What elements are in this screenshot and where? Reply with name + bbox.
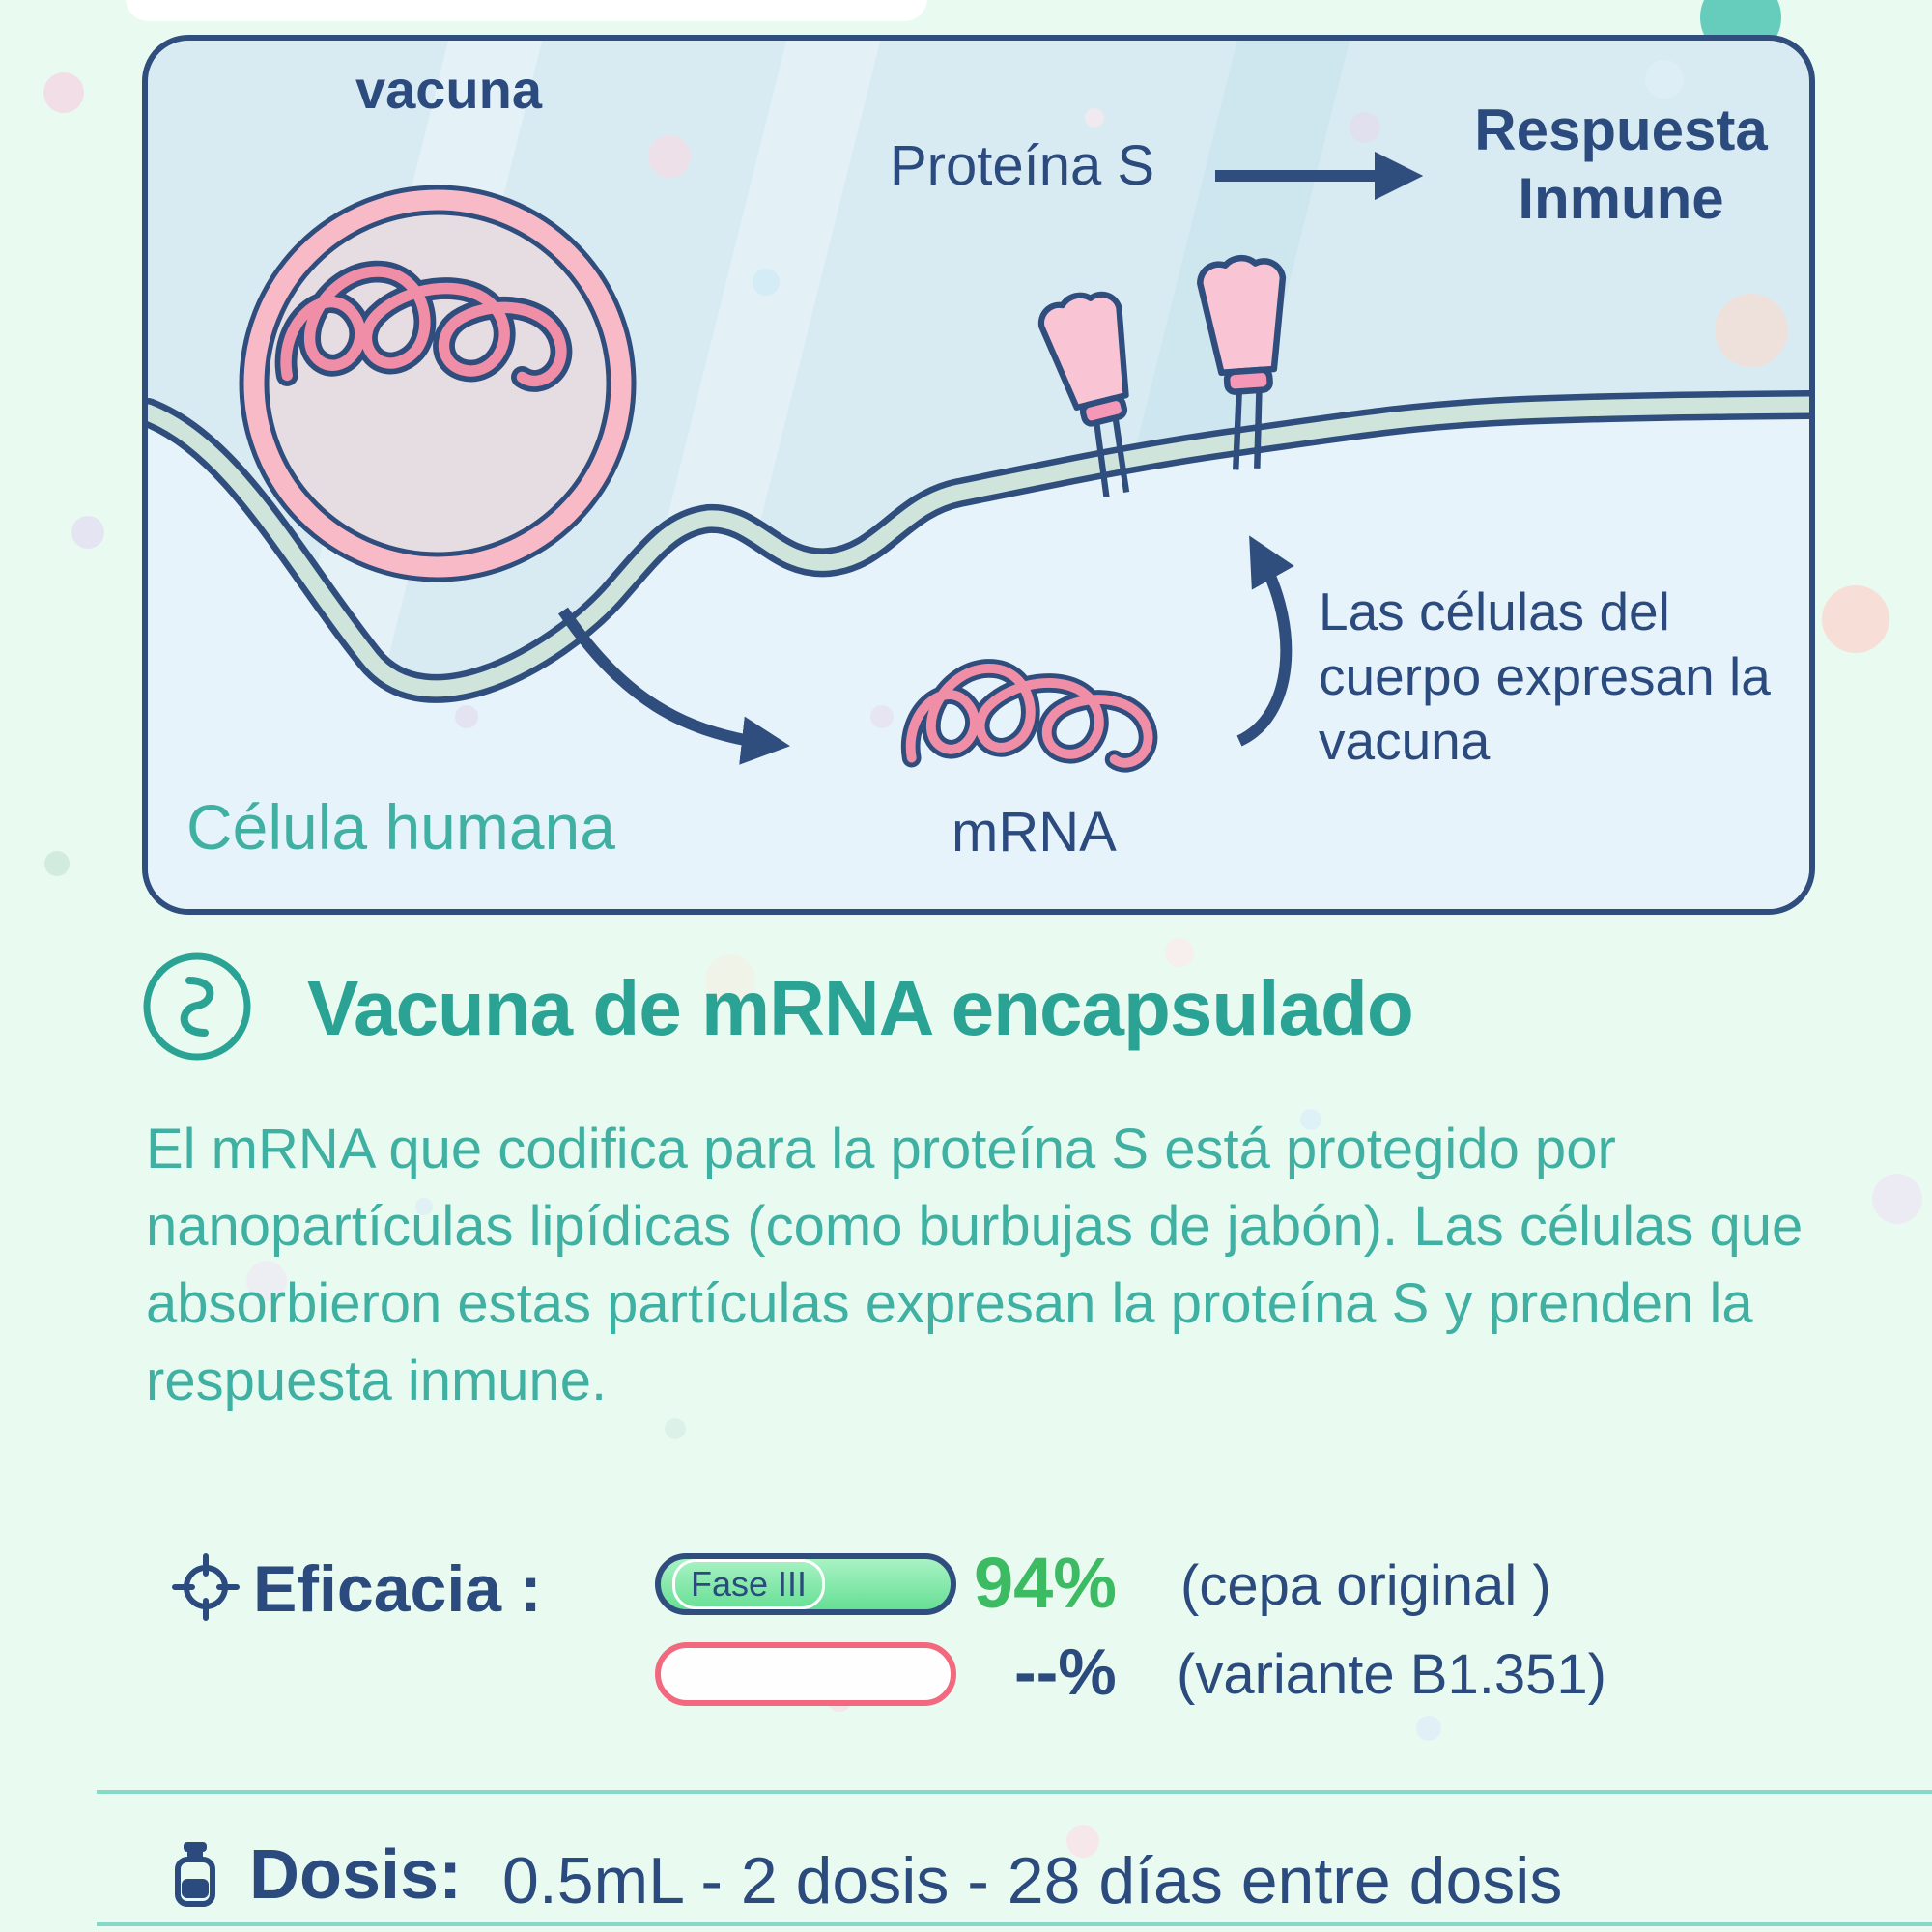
decorative-dot	[44, 851, 70, 876]
eficacia-label: Eficacia :	[253, 1552, 542, 1626]
lipid-nanoparticle-vesicle	[239, 185, 637, 582]
decorative-dot	[1872, 1174, 1922, 1224]
decorative-dot	[1822, 585, 1889, 653]
dosis-value: 0.5mL - 2 dosis - 28 días entre dosis	[502, 1844, 1563, 1918]
eficacia-value-original: 94%	[974, 1543, 1118, 1623]
eficacia-note-variant: (variante B1.351)	[1177, 1643, 1606, 1706]
decorative-dot	[1416, 1716, 1441, 1741]
divider-line	[97, 1790, 1932, 1794]
mrna-label: mRNA	[952, 801, 1117, 864]
panel-decorative-dots	[455, 60, 1788, 728]
vacuna-label: vacuna	[355, 59, 542, 120]
decorative-dot	[43, 72, 84, 113]
dosis-label: Dosis:	[249, 1836, 463, 1914]
decorative-dot	[1165, 938, 1194, 967]
eficacia-note-original: (cepa original )	[1180, 1554, 1551, 1617]
celula-humana-label: Célula humana	[186, 791, 615, 863]
variant-progress-pill	[655, 1642, 956, 1706]
eficacia-value-variant: --%	[1014, 1635, 1117, 1709]
top-band-decoration	[126, 0, 927, 21]
arrow-mrna-to-membrane	[1236, 535, 1294, 747]
section-title: Vacuna de mRNA encapsulado	[307, 965, 1414, 1051]
divider-line-bottom	[97, 1922, 1932, 1926]
arrow-vesicle-to-mrna	[558, 607, 791, 765]
celulas-expresan-label: Las células del cuerpo expresan la vacun…	[1319, 582, 1771, 772]
respuesta-inmune-label: Respuesta Inmune	[1474, 98, 1768, 231]
proteina-s-label: Proteína S	[890, 134, 1155, 197]
fase3-progress-pill: Fase III	[655, 1553, 956, 1615]
decorative-dot	[71, 516, 104, 549]
cell-diagram-panel: vacuna Proteína S Respuesta Inmune Las c…	[142, 35, 1815, 915]
dna-squiggle-icon	[143, 952, 251, 1061]
target-icon	[172, 1553, 240, 1621]
cell-interior	[148, 405, 1809, 909]
vial-icon	[175, 1842, 215, 1907]
fase3-label: Fase III	[672, 1559, 826, 1609]
section-body-text: El mRNA que codifica para la proteína S …	[146, 1118, 1804, 1413]
cell-diagram-graphic	[148, 60, 1809, 909]
decorative-dot	[665, 1418, 686, 1439]
